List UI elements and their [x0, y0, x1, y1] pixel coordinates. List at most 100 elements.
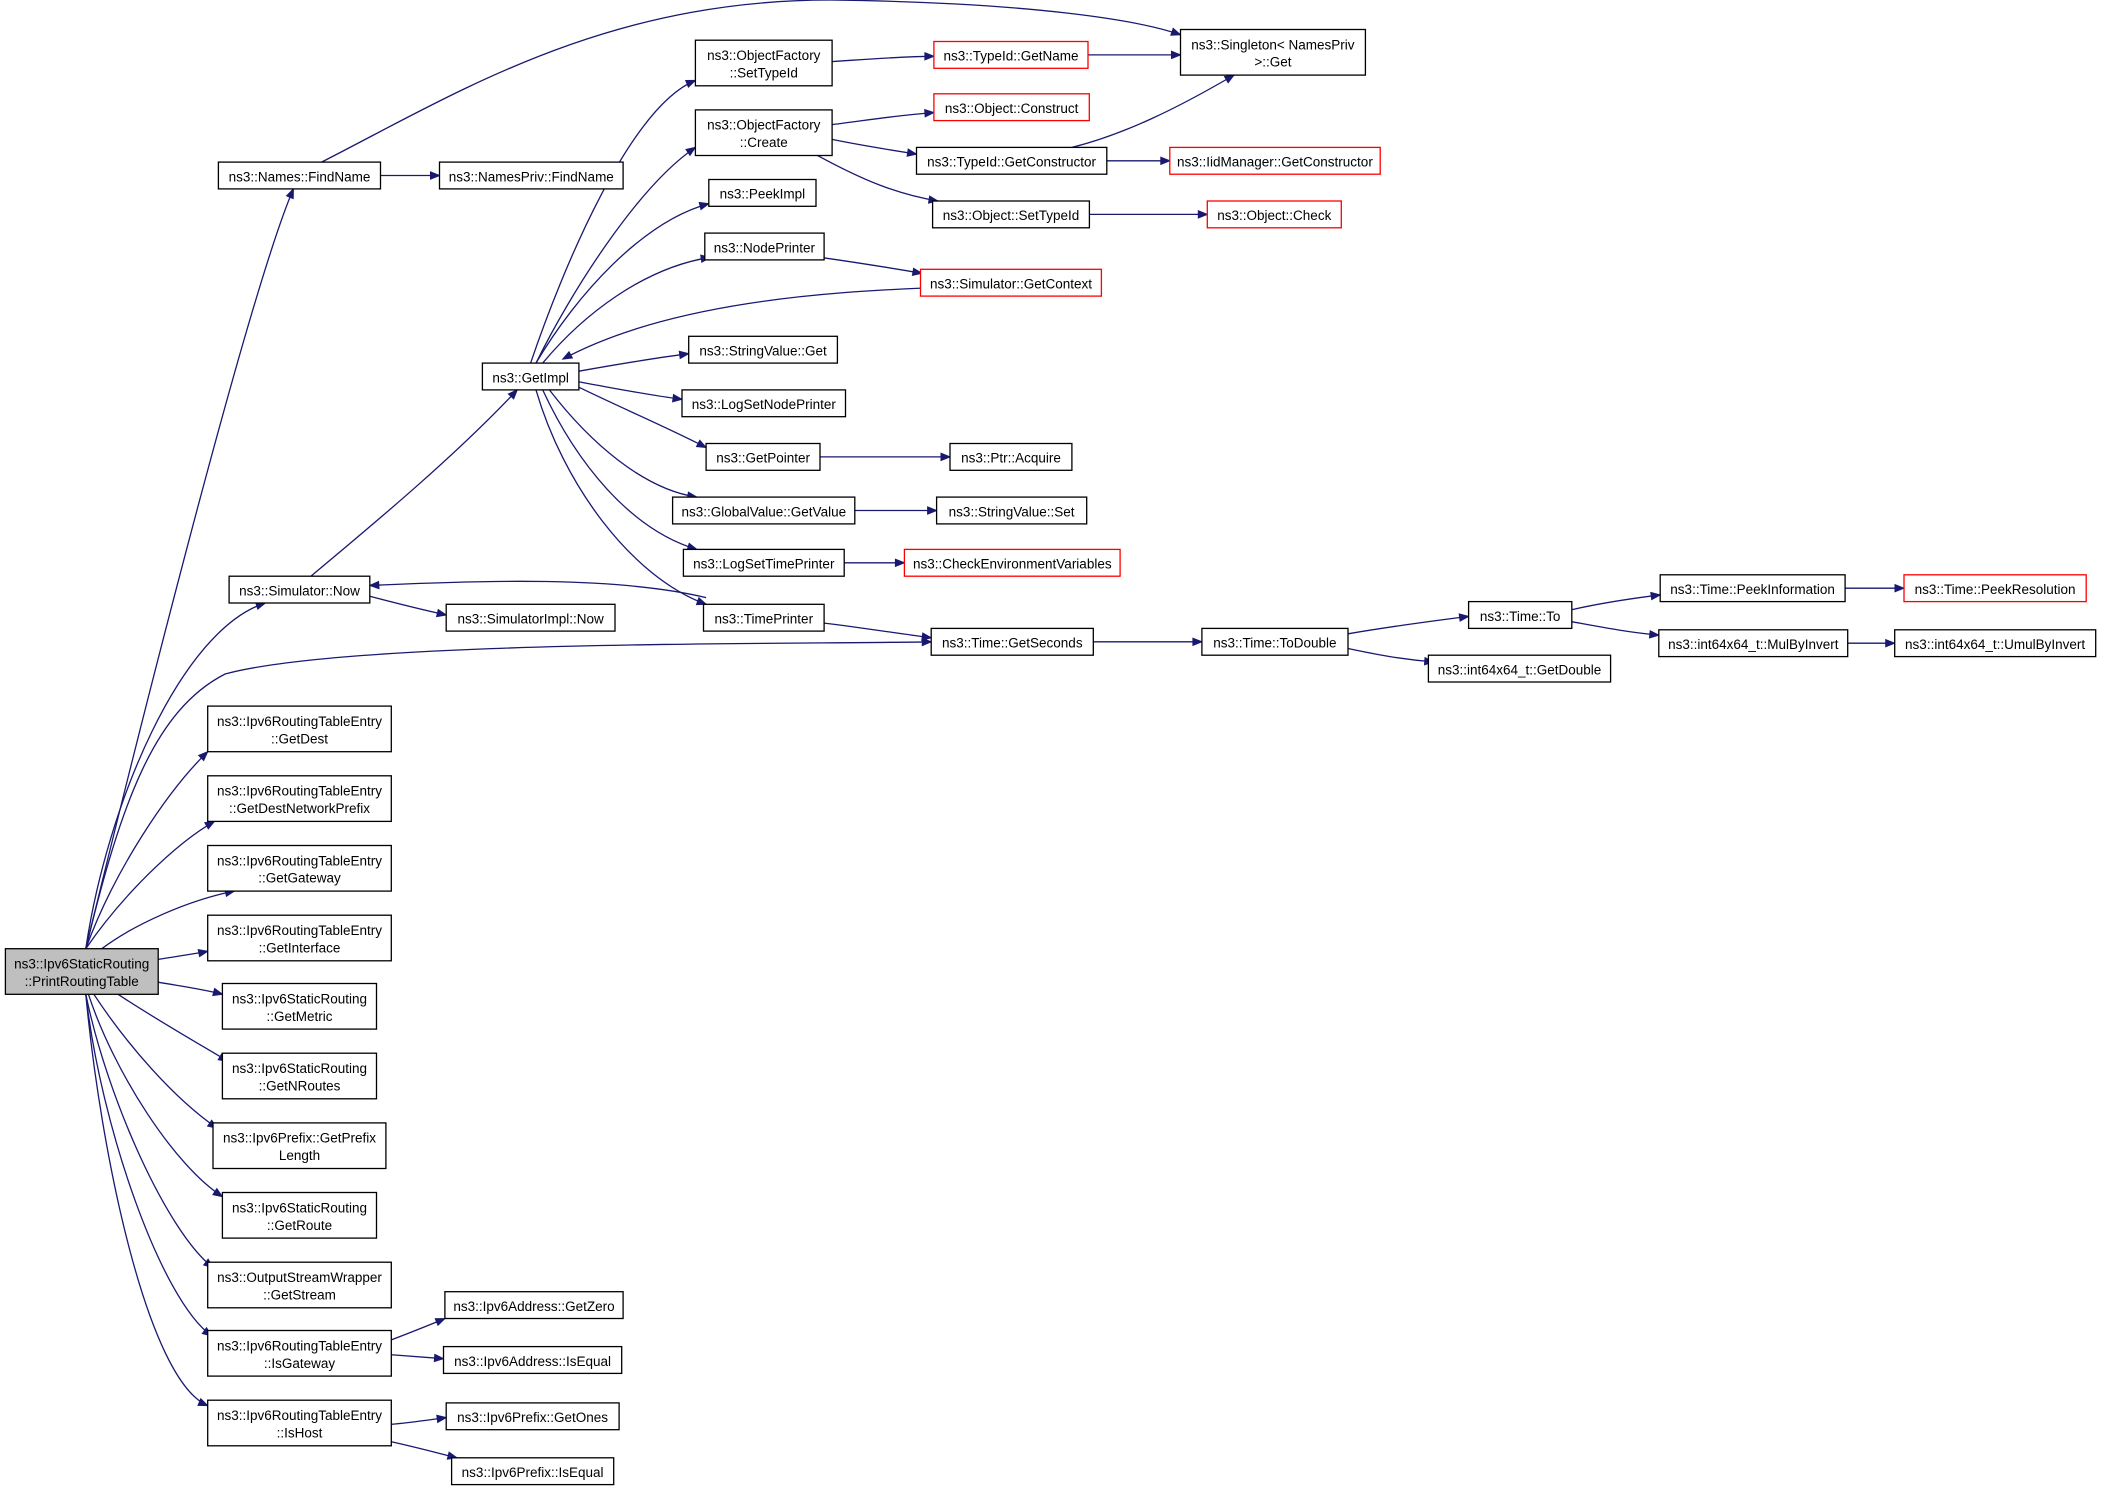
node-of_create[interactable]: ns3::ObjectFactory::Create: [694, 109, 833, 157]
node-box[interactable]: [931, 200, 1091, 229]
node-box[interactable]: [1206, 200, 1342, 229]
node-box[interactable]: [708, 178, 817, 207]
node-box[interactable]: [207, 705, 392, 753]
node-prefix_isequal[interactable]: ns3::Ipv6Prefix::IsEqual: [450, 1457, 615, 1486]
node-osw_getstream[interactable]: ns3::OutputStreamWrapper::GetStream: [207, 1261, 392, 1309]
node-time_to[interactable]: ns3::Time::To: [1467, 600, 1573, 630]
node-rte_ishost[interactable]: ns3::Ipv6RoutingTableEntry::IsHost: [207, 1399, 392, 1447]
node-getpointer[interactable]: ns3::GetPointer: [705, 442, 821, 471]
node-box[interactable]: [949, 442, 1073, 471]
node-getimpl[interactable]: ns3::GetImpl: [481, 362, 580, 391]
node-rte_getinterface[interactable]: ns3::Ipv6RoutingTableEntry::GetInterface: [207, 914, 392, 962]
node-of_settypeid[interactable]: ns3::ObjectFactory::SetTypeId: [694, 39, 833, 87]
node-singleton_get[interactable]: ns3::Singleton< NamesPriv>::Get: [1179, 28, 1367, 76]
node-addr_isequal[interactable]: ns3::Ipv6Address::IsEqual: [442, 1345, 623, 1375]
node-object_construct[interactable]: ns3::Object::Construct: [933, 93, 1090, 122]
node-rte_getdest[interactable]: ns3::Ipv6RoutingTableEntry::GetDest: [207, 705, 392, 753]
node-box[interactable]: [1659, 574, 1846, 603]
node-box[interactable]: [694, 39, 833, 87]
node-stringvalue_get[interactable]: ns3::StringValue::Get: [688, 335, 839, 364]
node-box[interactable]: [933, 40, 1089, 69]
node-time_todouble[interactable]: ns3::Time::ToDouble: [1201, 627, 1349, 656]
node-box[interactable]: [682, 548, 845, 577]
node-box[interactable]: [445, 1402, 620, 1431]
node-object_settypeid[interactable]: ns3::Object::SetTypeId: [931, 200, 1091, 229]
node-box[interactable]: [704, 232, 825, 261]
node-box[interactable]: [930, 627, 1094, 656]
node-box[interactable]: [1427, 654, 1612, 683]
node-stringvalue_set[interactable]: ns3::StringValue::Set: [935, 496, 1088, 525]
node-box[interactable]: [1894, 629, 2097, 658]
node-box[interactable]: [915, 146, 1108, 175]
node-int64_mulbyinvert[interactable]: ns3::int64x64_t::MulByInvert: [1658, 629, 1849, 658]
node-simulator_now[interactable]: ns3::Simulator::Now: [228, 575, 371, 604]
node-typeid_getname[interactable]: ns3::TypeId::GetName: [933, 40, 1089, 69]
node-simulatorimpl_now[interactable]: ns3::SimulatorImpl::Now: [445, 603, 616, 632]
node-box[interactable]: [445, 603, 616, 632]
node-typeid_getconstructor[interactable]: ns3::TypeId::GetConstructor: [915, 146, 1108, 175]
node-box[interactable]: [702, 603, 825, 632]
node-rte_getdestnetworkprefix[interactable]: ns3::Ipv6RoutingTableEntry::GetDestNetwo…: [207, 775, 392, 823]
node-namespriv_findname[interactable]: ns3::NamesPriv::FindName: [438, 161, 624, 190]
node-box[interactable]: [228, 575, 371, 604]
node-checkenvvars[interactable]: ns3::CheckEnvironmentVariables: [903, 548, 1121, 577]
node-box[interactable]: [207, 1399, 392, 1447]
node-box[interactable]: [207, 1261, 392, 1309]
node-box[interactable]: [444, 1291, 624, 1320]
node-box[interactable]: [442, 1345, 623, 1375]
node-box[interactable]: [217, 161, 382, 190]
node-box[interactable]: [681, 389, 847, 418]
node-box[interactable]: [1169, 146, 1381, 175]
node-peekimpl[interactable]: ns3::PeekImpl: [708, 178, 817, 207]
node-box[interactable]: [903, 548, 1121, 577]
node-box[interactable]: [221, 1191, 378, 1239]
node-box[interactable]: [438, 161, 624, 190]
node-sr_getnroutes[interactable]: ns3::Ipv6StaticRouting::GetNRoutes: [221, 1052, 378, 1100]
node-box[interactable]: [935, 496, 1088, 525]
node-box[interactable]: [207, 1329, 392, 1377]
node-box[interactable]: [221, 1052, 378, 1100]
node-box[interactable]: [207, 844, 392, 892]
node-box[interactable]: [919, 268, 1103, 297]
node-prefix_getones[interactable]: ns3::Ipv6Prefix::GetOnes: [445, 1402, 620, 1431]
node-box[interactable]: [1179, 28, 1367, 76]
node-addr_getzero[interactable]: ns3::Ipv6Address::GetZero: [444, 1291, 624, 1320]
node-time_peekresolution[interactable]: ns3::Time::PeekResolution: [1903, 574, 2087, 603]
node-logsetnodeprinter[interactable]: ns3::LogSetNodePrinter: [681, 389, 847, 418]
node-timeprinter[interactable]: ns3::TimePrinter: [702, 603, 825, 632]
node-rte_isgateway[interactable]: ns3::Ipv6RoutingTableEntry::IsGateway: [207, 1329, 392, 1377]
node-box[interactable]: [207, 914, 392, 962]
node-int64_umulbyinvert[interactable]: ns3::int64x64_t::UmulByInvert: [1894, 629, 2097, 658]
node-box[interactable]: [671, 496, 856, 525]
node-box[interactable]: [450, 1457, 615, 1486]
node-names_findname[interactable]: ns3::Names::FindName: [217, 161, 382, 190]
node-box[interactable]: [212, 1122, 387, 1170]
node-sr_getroute[interactable]: ns3::Ipv6StaticRouting::GetRoute: [221, 1191, 378, 1239]
node-time_getseconds[interactable]: ns3::Time::GetSeconds: [930, 627, 1094, 656]
node-box[interactable]: [221, 982, 378, 1030]
node-box[interactable]: [1467, 600, 1573, 630]
node-nodeprinter[interactable]: ns3::NodePrinter: [704, 232, 825, 261]
node-box[interactable]: [1903, 574, 2087, 603]
node-box[interactable]: [688, 335, 839, 364]
node-box[interactable]: [1201, 627, 1349, 656]
node-ptr_acquire[interactable]: ns3::Ptr::Acquire: [949, 442, 1073, 471]
node-globalvalue_getvalue[interactable]: ns3::GlobalValue::GetValue: [671, 496, 856, 525]
node-logsettimeprinter[interactable]: ns3::LogSetTimePrinter: [682, 548, 845, 577]
node-int64_getdouble[interactable]: ns3::int64x64_t::GetDouble: [1427, 654, 1612, 683]
node-time_peekinformation[interactable]: ns3::Time::PeekInformation: [1659, 574, 1846, 603]
node-iidmanager_getconstructor[interactable]: ns3::IidManager::GetConstructor: [1169, 146, 1381, 175]
node-box[interactable]: [1658, 629, 1849, 658]
node-box[interactable]: [694, 109, 833, 157]
node-box[interactable]: [933, 93, 1090, 122]
node-object_check[interactable]: ns3::Object::Check: [1206, 200, 1342, 229]
node-sr_getmetric[interactable]: ns3::Ipv6StaticRouting::GetMetric: [221, 982, 378, 1030]
node-root[interactable]: ns3::Ipv6StaticRouting::PrintRoutingTabl…: [4, 948, 159, 995]
node-simulator_getcontext[interactable]: ns3::Simulator::GetContext: [919, 268, 1103, 297]
node-box[interactable]: [4, 948, 159, 995]
node-box[interactable]: [207, 775, 392, 823]
node-box[interactable]: [481, 362, 580, 391]
node-box[interactable]: [705, 442, 821, 471]
node-rte_getgateway[interactable]: ns3::Ipv6RoutingTableEntry::GetGateway: [207, 844, 392, 892]
